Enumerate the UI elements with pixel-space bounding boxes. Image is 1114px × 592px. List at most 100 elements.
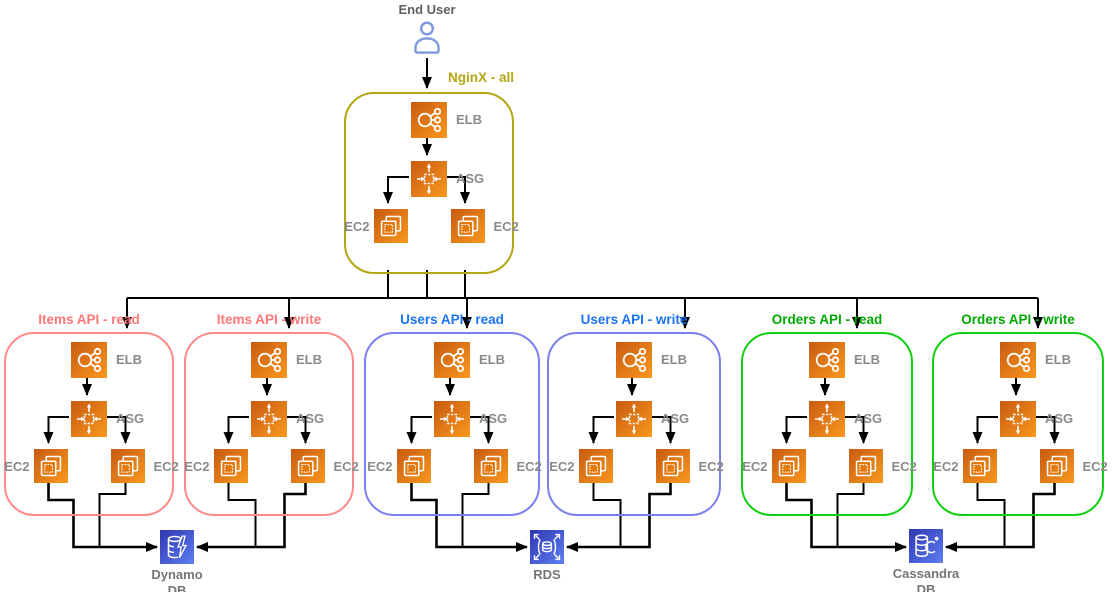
elb-icon (809, 342, 845, 378)
asg-icon (251, 401, 287, 437)
asg-icon (1000, 401, 1036, 437)
connectors (43, 58, 1060, 552)
ec2-icon (656, 449, 690, 483)
elb-node: ELB (1000, 342, 1071, 378)
asg-icon (71, 401, 107, 437)
ec2-icon (849, 449, 883, 483)
group-label-items-write: Items API - write (216, 312, 322, 327)
asg-node: ASG (434, 401, 507, 437)
ec2-icon (474, 449, 508, 483)
ec2-label: EC2 (493, 219, 519, 234)
ec2-icon (214, 449, 248, 483)
group-orders-api-write: Orders API - write ELB ASG EC2 EC2 (932, 312, 1108, 516)
end-user-label: End User (398, 2, 456, 17)
elb-label: ELB (296, 352, 322, 367)
elb-label: ELB (854, 352, 880, 367)
asg-node: ASG (616, 401, 689, 437)
asg-node: ASG (809, 401, 882, 437)
asg-label: ASG (456, 171, 485, 186)
ec2-icon (397, 449, 431, 483)
asg-icon (434, 401, 470, 437)
ec2-node-right: EC2 (474, 449, 542, 483)
group-users-api-write: Users API - write ELB ASG EC2 EC2 (547, 312, 724, 516)
cassandra-db-node: Cassandra DB (893, 529, 959, 592)
ec2-node-right: EC2 (291, 449, 359, 483)
ec2-node-left: EC2 (742, 449, 806, 483)
group-label-users-read: Users API - read (400, 312, 504, 327)
user-icon (412, 41, 442, 58)
dynamo-db-label: Dynamo DB (151, 567, 203, 592)
dynamo-db-node: Dynamo DB (151, 530, 203, 592)
ec2-icon (1040, 449, 1074, 483)
elb-icon (616, 342, 652, 378)
ec2-label: EC2 (1082, 459, 1108, 474)
asg-label: ASG (296, 411, 325, 426)
asg-icon (616, 401, 652, 437)
cassandra-icon (909, 529, 943, 563)
cassandra-db-label: Cassandra DB (892, 566, 960, 592)
ec2-node-right: EC2 (1040, 449, 1108, 483)
asg-node: ASG (411, 161, 484, 197)
ec2-label: EC2 (184, 459, 210, 474)
elb-node: ELB (809, 342, 880, 378)
ec2-label: EC2 (344, 219, 370, 234)
elb-label: ELB (479, 352, 505, 367)
ec2-node-right: EC2 (849, 449, 917, 483)
ec2-label: EC2 (891, 459, 917, 474)
group-items-api-write: Items API - write ELB ASG EC2 EC2 (184, 312, 359, 516)
ec2-label: EC2 (333, 459, 359, 474)
ec2-node-left: EC2 (344, 209, 408, 243)
asg-label: ASG (661, 411, 690, 426)
ec2-node-left: EC2 (4, 449, 68, 483)
ec2-label: EC2 (367, 459, 393, 474)
ec2-node-left: EC2 (184, 449, 248, 483)
group-label-nginx: NginX - all (448, 70, 515, 85)
group-users-api-read: Users API - read ELB ASG EC2 EC2 (364, 312, 542, 516)
ec2-label: EC2 (516, 459, 542, 474)
elb-node: ELB (411, 102, 482, 138)
ec2-icon (34, 449, 68, 483)
asg-node: ASG (71, 401, 144, 437)
elb-icon (251, 342, 287, 378)
ec2-node-right: EC2 (451, 209, 519, 243)
group-label-items-read: Items API - read (38, 312, 140, 327)
elb-icon (1000, 342, 1036, 378)
ec2-icon (579, 449, 613, 483)
group-nginx-all: NginX - all ELB ASG EC2 EC2 (344, 70, 519, 274)
elb-icon (411, 102, 447, 138)
ec2-label: EC2 (933, 459, 959, 474)
asg-label: ASG (1045, 411, 1074, 426)
elb-label: ELB (1045, 352, 1071, 367)
ec2-node-left: EC2 (549, 449, 613, 483)
group-items-api-read: Items API - read ELB ASG EC2 EC2 (4, 312, 179, 516)
ec2-node-left: EC2 (933, 449, 997, 483)
ec2-icon (111, 449, 145, 483)
ec2-icon (772, 449, 806, 483)
ec2-icon (291, 449, 325, 483)
rds-node: RDS (530, 530, 564, 582)
elb-icon (434, 342, 470, 378)
ec2-icon (963, 449, 997, 483)
dynamodb-icon (160, 530, 194, 564)
ec2-node-right: EC2 (656, 449, 724, 483)
ec2-label: EC2 (742, 459, 768, 474)
group-label-users-write: Users API - write (580, 312, 688, 327)
elb-label: ELB (661, 352, 687, 367)
group-orders-api-read: Orders API - read ELB ASG EC2 EC2 (741, 312, 917, 516)
asg-label: ASG (479, 411, 508, 426)
group-label-orders-write: Orders API - write (961, 312, 1075, 327)
asg-node: ASG (1000, 401, 1073, 437)
elb-icon (71, 342, 107, 378)
ec2-label: EC2 (698, 459, 724, 474)
elb-node: ELB (71, 342, 142, 378)
ec2-node-left: EC2 (367, 449, 431, 483)
ec2-label: EC2 (153, 459, 179, 474)
ec2-label: EC2 (4, 459, 30, 474)
ec2-icon (451, 209, 485, 243)
elb-label: ELB (116, 352, 142, 367)
asg-node: ASG (251, 401, 324, 437)
elb-node: ELB (434, 342, 505, 378)
ec2-icon (374, 209, 408, 243)
